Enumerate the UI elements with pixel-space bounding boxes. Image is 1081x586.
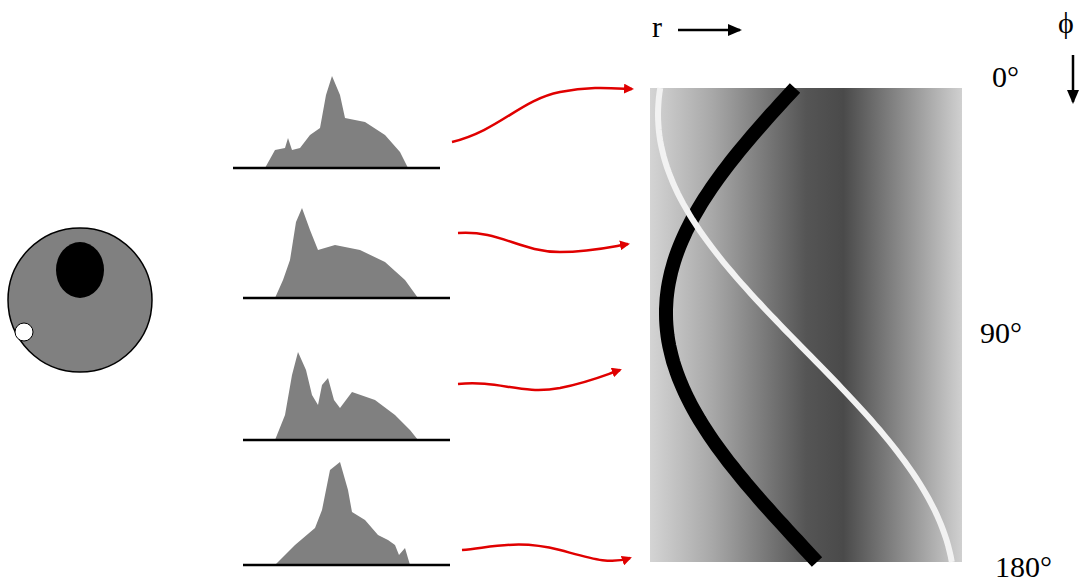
sinusoid-dark — [666, 88, 817, 562]
baselines — [233, 168, 450, 565]
angle-label: 180° — [995, 552, 1052, 582]
sinogram — [650, 88, 962, 562]
phantom — [8, 228, 152, 372]
projection-profiles — [265, 76, 418, 565]
angle-label: 0° — [992, 62, 1019, 92]
phi-axis-arrow — [1072, 55, 1075, 102]
sinusoid-light — [658, 88, 952, 562]
angle-label: 90° — [980, 318, 1022, 348]
r-axis-arrow — [678, 29, 740, 32]
axis-label: ϕ — [1058, 8, 1074, 38]
mapping-arrows — [452, 88, 632, 561]
axis-label: r — [652, 12, 662, 42]
